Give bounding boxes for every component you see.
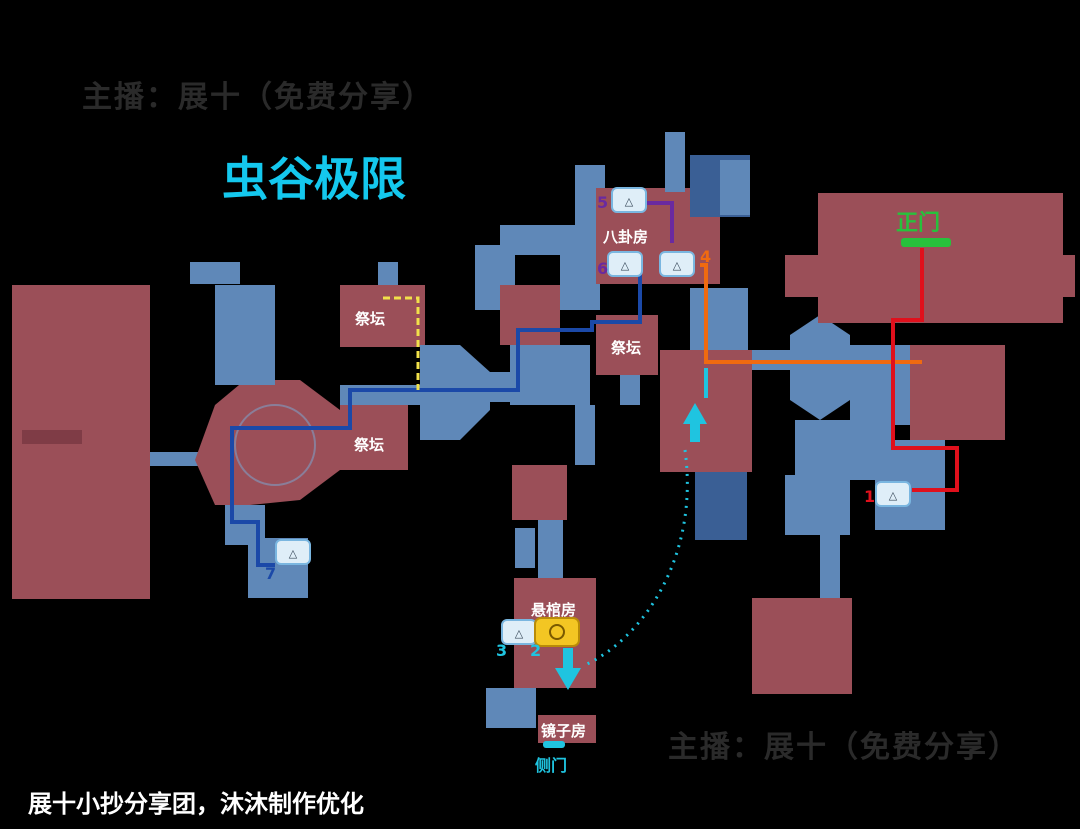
chest-icon: △ xyxy=(611,187,647,213)
room-label-coffin: 悬棺房 xyxy=(531,601,577,619)
room-southeast xyxy=(752,598,852,694)
chest-icon: △ xyxy=(275,539,311,565)
room-altar-center xyxy=(596,315,658,375)
room-label-altar-center: 祭坛 xyxy=(611,339,642,357)
marker-1: 1 xyxy=(864,487,876,506)
marker-2: 2 xyxy=(530,641,542,660)
room-mirror xyxy=(538,715,596,743)
watermark-bottom: 主播：展十（免费分享） xyxy=(668,730,1020,765)
svg-text:△: △ xyxy=(515,627,524,640)
marker-6: 6 xyxy=(597,259,609,278)
marker-7: 7 xyxy=(265,564,277,583)
room-octagon xyxy=(195,380,340,505)
svg-text:△: △ xyxy=(673,259,682,272)
chest-icon: △ xyxy=(607,251,643,277)
arrow-up-icon xyxy=(683,403,707,442)
room-east-square xyxy=(910,345,1005,440)
svg-text:△: △ xyxy=(289,547,298,560)
credit-text: 展十小抄分享团，沐沐制作优化 xyxy=(28,790,364,818)
route-red xyxy=(891,248,959,492)
room-label-altar-bottom: 祭坛 xyxy=(354,436,385,454)
room-label-altar-top: 祭坛 xyxy=(355,310,386,328)
route-purple xyxy=(645,201,674,243)
route-orange xyxy=(700,263,922,364)
route-yellow xyxy=(383,296,420,390)
svg-text:△: △ xyxy=(625,195,634,208)
route-blue xyxy=(230,270,642,567)
svg-text:△: △ xyxy=(621,259,630,272)
room-label-mirror: 镜子房 xyxy=(541,722,587,740)
watermark-top: 主播：展十（免费分享） xyxy=(82,80,434,115)
chest-icon: △ xyxy=(875,481,911,507)
main-gate-label: 正门 xyxy=(896,211,941,236)
chest-icon: △ xyxy=(659,251,695,277)
svg-text:△: △ xyxy=(889,489,898,502)
room-label-bagua: 八卦房 xyxy=(603,228,649,246)
golden-chest-icon xyxy=(534,617,580,647)
marker-5: 5 xyxy=(597,193,609,212)
arrow-down-icon xyxy=(555,648,581,690)
marker-4: 4 xyxy=(700,247,712,266)
room-altar-top xyxy=(340,285,425,347)
side-gate-label: 侧门 xyxy=(535,756,568,775)
marker-3: 3 xyxy=(496,641,508,660)
route-cyan-dotted xyxy=(584,449,689,667)
page-title: 虫谷极限 xyxy=(222,152,406,206)
